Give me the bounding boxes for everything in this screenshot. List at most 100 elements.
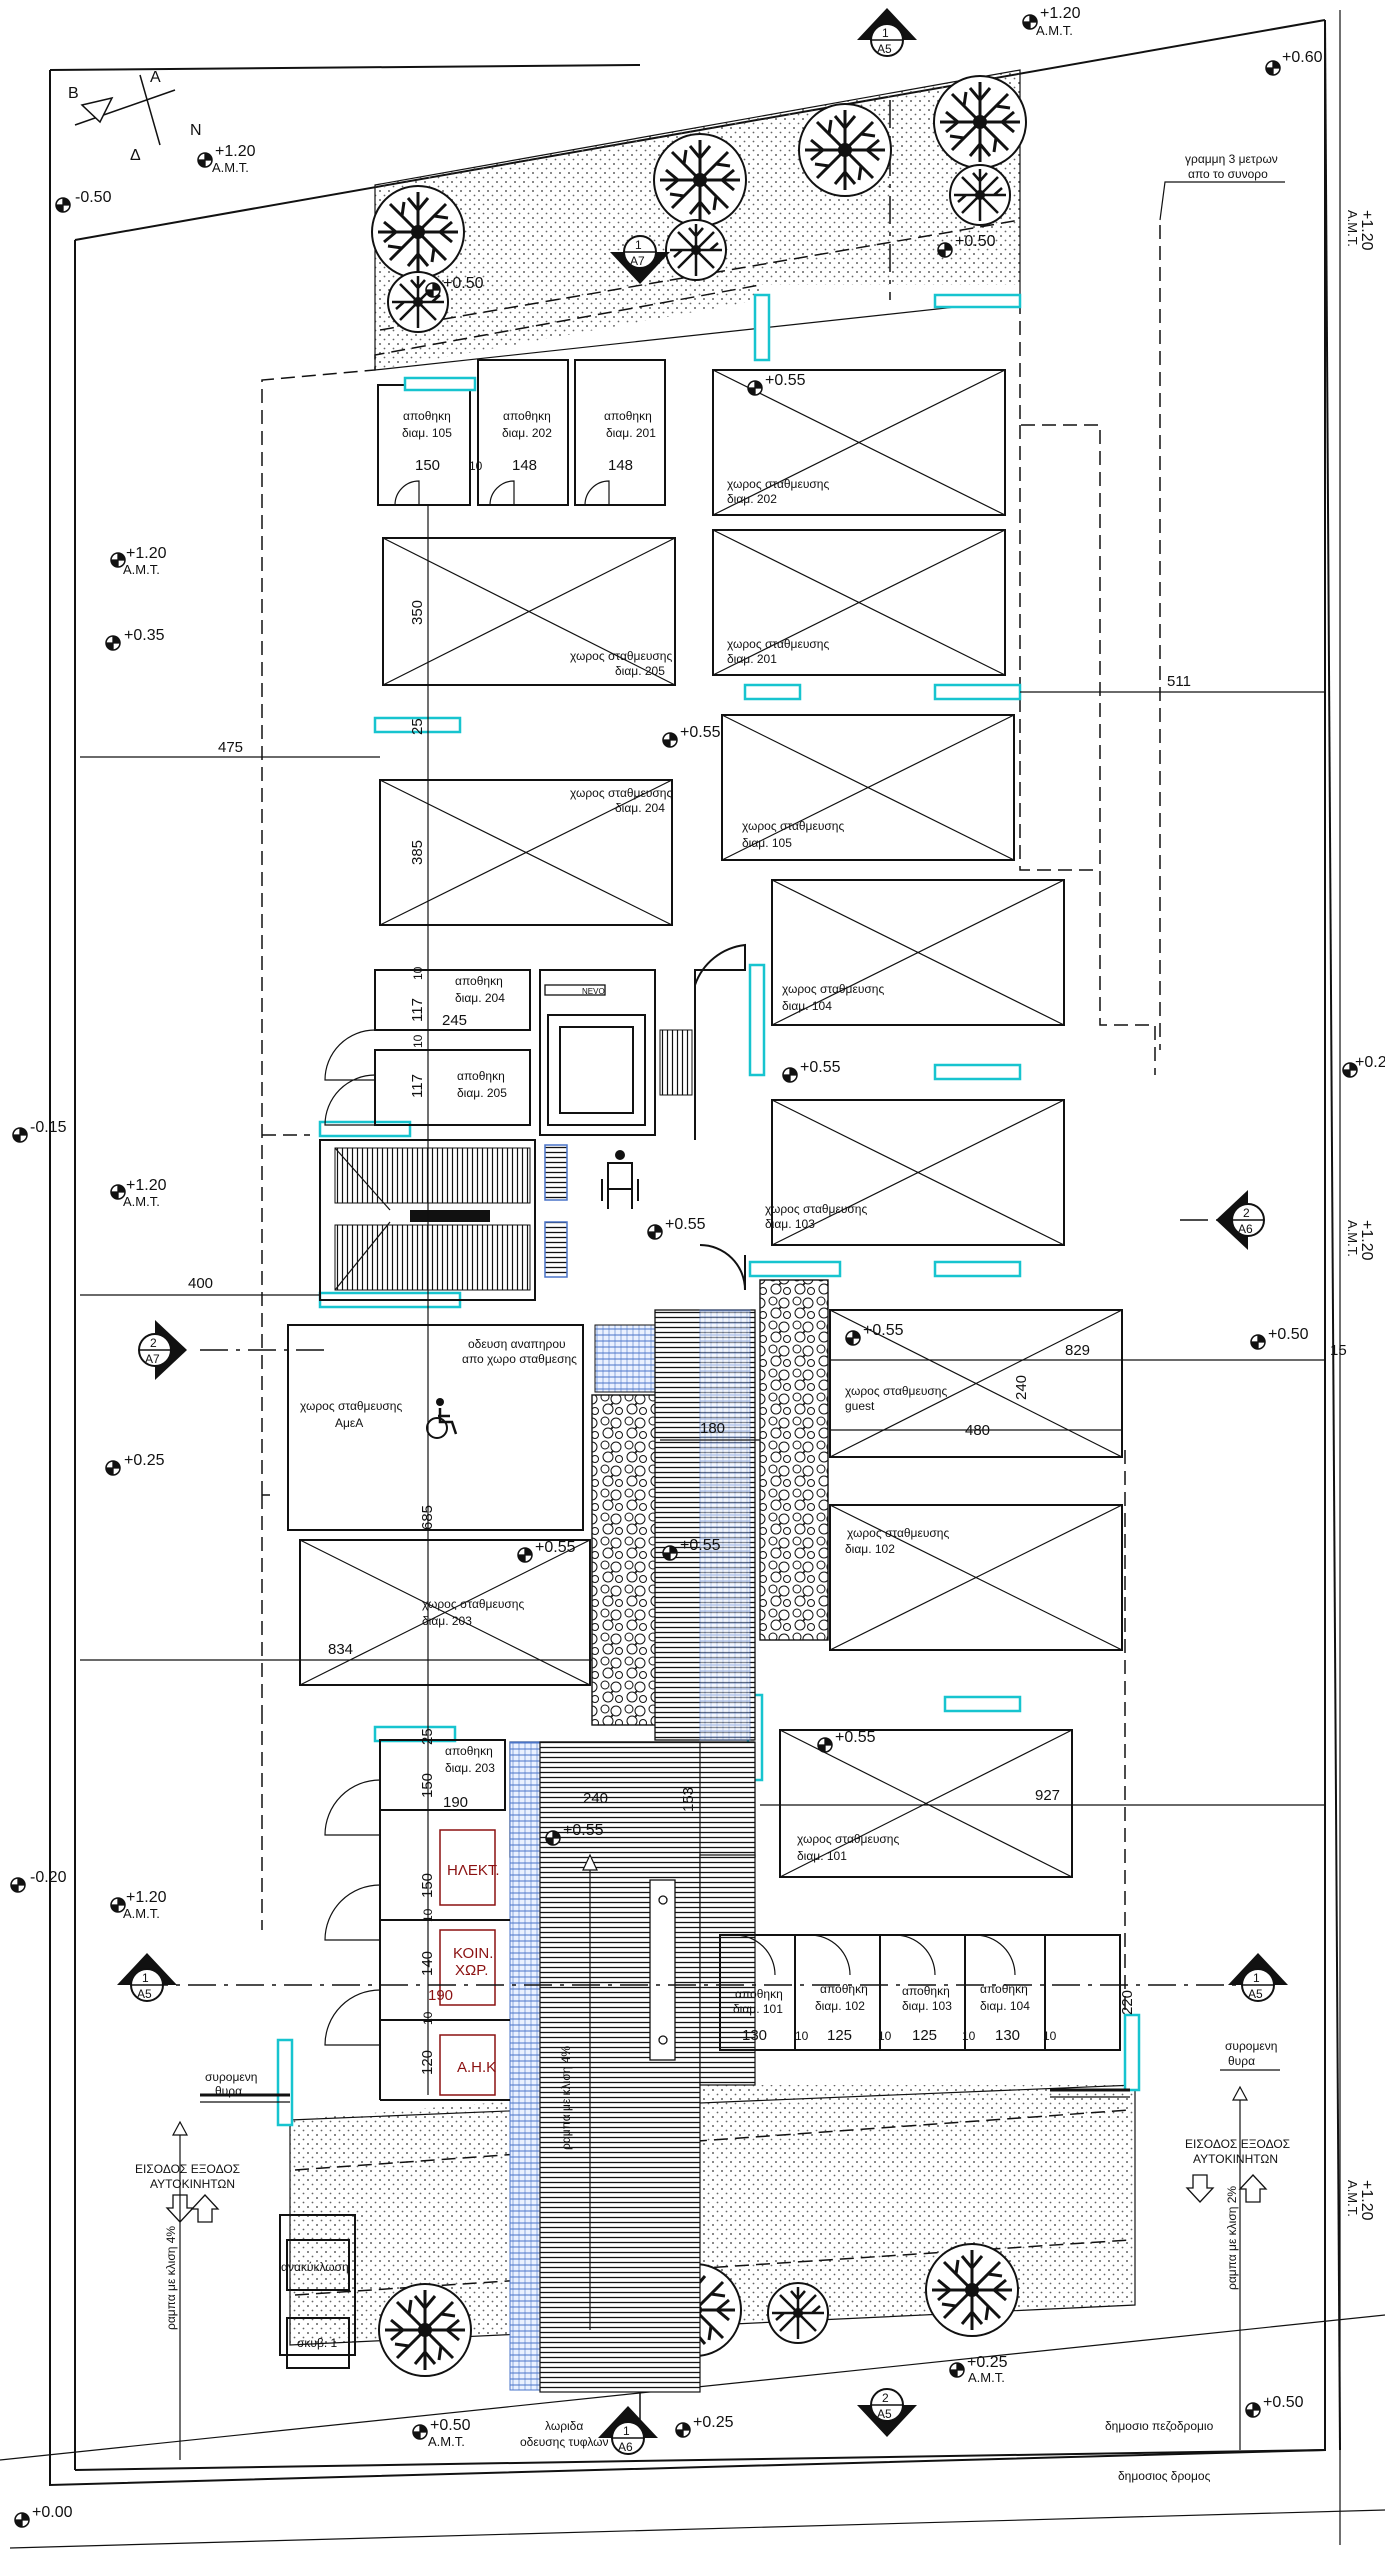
dim-25: 25 — [419, 1728, 436, 1745]
section-marker-a7-left: 2 A7 — [138, 1319, 188, 1381]
svg-text:A6: A6 — [618, 2440, 633, 2454]
recycling-label: ανακύκλωση — [281, 2260, 349, 2274]
parking-apt: διαμ. 205 — [615, 664, 665, 678]
parking-label: χωρος σταθμευσης — [797, 1832, 899, 1846]
parking-guest-label: guest — [845, 1399, 875, 1413]
parking-103: χωρος σταθμευσης διαμ. 103 — [765, 1099, 1065, 1246]
storage-204-apt: διαμ. 204 — [455, 991, 505, 1005]
dim-240: 240 — [583, 1790, 608, 1807]
storage-202-apt: διαμ. 202 — [502, 426, 552, 440]
dim-120: 120 — [419, 2050, 436, 2075]
utility-rooms: αποθηκη διαμ. 203 190 ΗΛΕΚΤ. ΚΟΙΝ. ΧΩΡ. … — [324, 1739, 510, 2101]
svg-text:1: 1 — [142, 1971, 149, 1985]
dim-511: 511 — [1167, 673, 1191, 690]
dim-153: 153 — [680, 1787, 697, 1812]
storage-105 — [377, 384, 471, 506]
svg-text:A7: A7 — [630, 254, 645, 268]
tactile-strip — [509, 1741, 541, 2391]
level-label: +0.2 — [1355, 1054, 1385, 1071]
vehicle-entrance-label-2: ΑΥΤΟΚΙΝΗΤΩΝ — [150, 2177, 235, 2191]
north-arrow: B A Δ N — [68, 69, 202, 164]
disabled-path-label: οδευση αναπηρου — [468, 1337, 566, 1351]
tactile-path-label-2: οδευσης τυφλων — [520, 2435, 609, 2449]
storage-205-apt: διαμ. 205 — [457, 1086, 507, 1100]
section-marker-a7: 1 A7 — [609, 235, 671, 285]
boundary-note-label-2: απο το συνορο — [1188, 167, 1268, 181]
storage-row-top: αποθηκη διαμ. 105 αποθηκη διαμ. 202 αποθ… — [377, 359, 666, 506]
parking-label: χωρος σταθμευσης — [570, 786, 672, 800]
parking-label: χωρος σταθμευσης — [422, 1597, 524, 1611]
section-marker-a5-bottom: 2 A5 — [856, 2388, 918, 2438]
parking-202: χωρος σταθμευσης διαμ. 202 — [712, 369, 1006, 516]
parking-apt: διαμ. 204 — [615, 801, 665, 815]
tree-icon — [377, 2282, 473, 2378]
level-label: +0.60 — [1282, 49, 1323, 66]
building-outline — [261, 284, 1156, 2010]
dim-10: 10 — [1043, 2029, 1057, 2043]
entrances: συρομενη θυρα συρομενη θυρα ΕΙΣΟΔΟΣ ΕΞΟΔ… — [135, 2039, 1290, 2460]
level-label: +0.25 — [693, 2414, 734, 2431]
dim-475: 475 — [218, 739, 243, 756]
storage-205 — [374, 1049, 531, 1126]
level-label: +0.55 — [835, 1729, 876, 1746]
north-label-a: A — [150, 69, 161, 86]
dim-245: 245 — [442, 1012, 467, 1029]
storage-204 — [374, 969, 531, 1031]
parking-apt: διαμ. 202 — [727, 492, 777, 506]
boundary-note: γραμμη 3 μετρων απο το συνορο — [1159, 152, 1285, 1050]
svg-text:2: 2 — [882, 2391, 889, 2405]
dim-220: 220 — [1119, 1990, 1136, 2015]
pebble-bed — [591, 1394, 658, 1726]
storage-101-apt: διαμ. 101 — [733, 2002, 783, 2016]
storage-201-apt: διαμ. 201 — [606, 426, 656, 440]
telecom-room-label: Α.Η.Κ — [457, 2059, 496, 2076]
storage-201-label: αποθηκη — [604, 409, 652, 423]
dim-10: 10 — [962, 2029, 976, 2043]
arrow-up-icon — [190, 2194, 220, 2223]
lift-sign: NEVO — [582, 987, 605, 996]
ramp-area: ραμπα με κλιση 4% 240 153 λωριδα οδευσης… — [509, 1741, 756, 2449]
wheelchair-icon — [426, 1398, 458, 1439]
parking-203: χωρος σταθμευσης διαμ. 203 — [299, 1539, 591, 1686]
svg-text:A5: A5 — [1248, 1987, 1263, 2001]
dim-15: 15 — [1330, 1342, 1347, 1359]
dim-150: 150 — [419, 1873, 436, 1898]
parking-apt: διαμ. 201 — [727, 652, 777, 666]
dim-190: 190 — [443, 1794, 468, 1811]
storage-102-label: αποθηκη — [820, 1982, 868, 1996]
ramp-slope-label: ραμπα με κλιση 2% — [1225, 2186, 1239, 2290]
level-label: +1.20 — [1358, 1220, 1375, 1261]
core-block: αποθηκη διαμ. 204 αποθηκη διαμ. 205 245 … — [319, 943, 746, 1301]
sliding-gate-label: συρομενη — [1225, 2039, 1277, 2053]
level-label: +0.55 — [665, 1216, 706, 1233]
road-label: δημοσιος δρομος — [1118, 2469, 1211, 2483]
storage-104-label: αποθηκη — [980, 1982, 1028, 1996]
parking-spaces: χωρος σταθμευσης διαμ. 202 χωρος σταθμευ… — [287, 369, 1123, 1878]
parking-apt: διαμ. 104 — [782, 999, 832, 1013]
storage-205-label: αποθηκη — [457, 1069, 505, 1083]
north-label-n: N — [190, 122, 202, 139]
section-marker-a5-left: 1 A5 — [116, 1952, 178, 2002]
parking-label: χωρος σταθμευσης — [727, 637, 829, 651]
dim-125: 125 — [827, 2027, 852, 2044]
parking-label: χωρος σταθμευσης — [847, 1526, 949, 1540]
level-label: A.M.T. — [123, 1906, 160, 1921]
section-marker-a6-right: 2 A6 — [1215, 1189, 1265, 1251]
dim-240: 240 — [1013, 1375, 1030, 1400]
tree-icon — [948, 163, 1012, 227]
bins-label: σκυβ. 1 — [297, 2336, 338, 2350]
level-label: +0.25 — [967, 2354, 1008, 2371]
svg-text:1: 1 — [1253, 1971, 1260, 1985]
arrow-up-icon — [1238, 2174, 1268, 2203]
dim-10: 10 — [795, 2029, 809, 2043]
storage-105-apt: διαμ. 105 — [402, 426, 452, 440]
parking-104: χωρος σταθμευσης διαμ. 104 — [771, 879, 1065, 1026]
parking-disabled-label: ΑμεΑ — [335, 1416, 363, 1430]
tactile-path-label: λωριδα — [545, 2419, 583, 2433]
common-room-label: ΚΟΙΝ. — [453, 1945, 493, 1962]
storage-104-apt: διαμ. 104 — [980, 1999, 1030, 2013]
dim-10: 10 — [878, 2029, 892, 2043]
vehicle-entrance-label: ΕΙΣΟΔΟΣ ΕΞΟΔΟΣ — [1185, 2137, 1290, 2151]
level-label: +0.55 — [680, 1537, 721, 1554]
